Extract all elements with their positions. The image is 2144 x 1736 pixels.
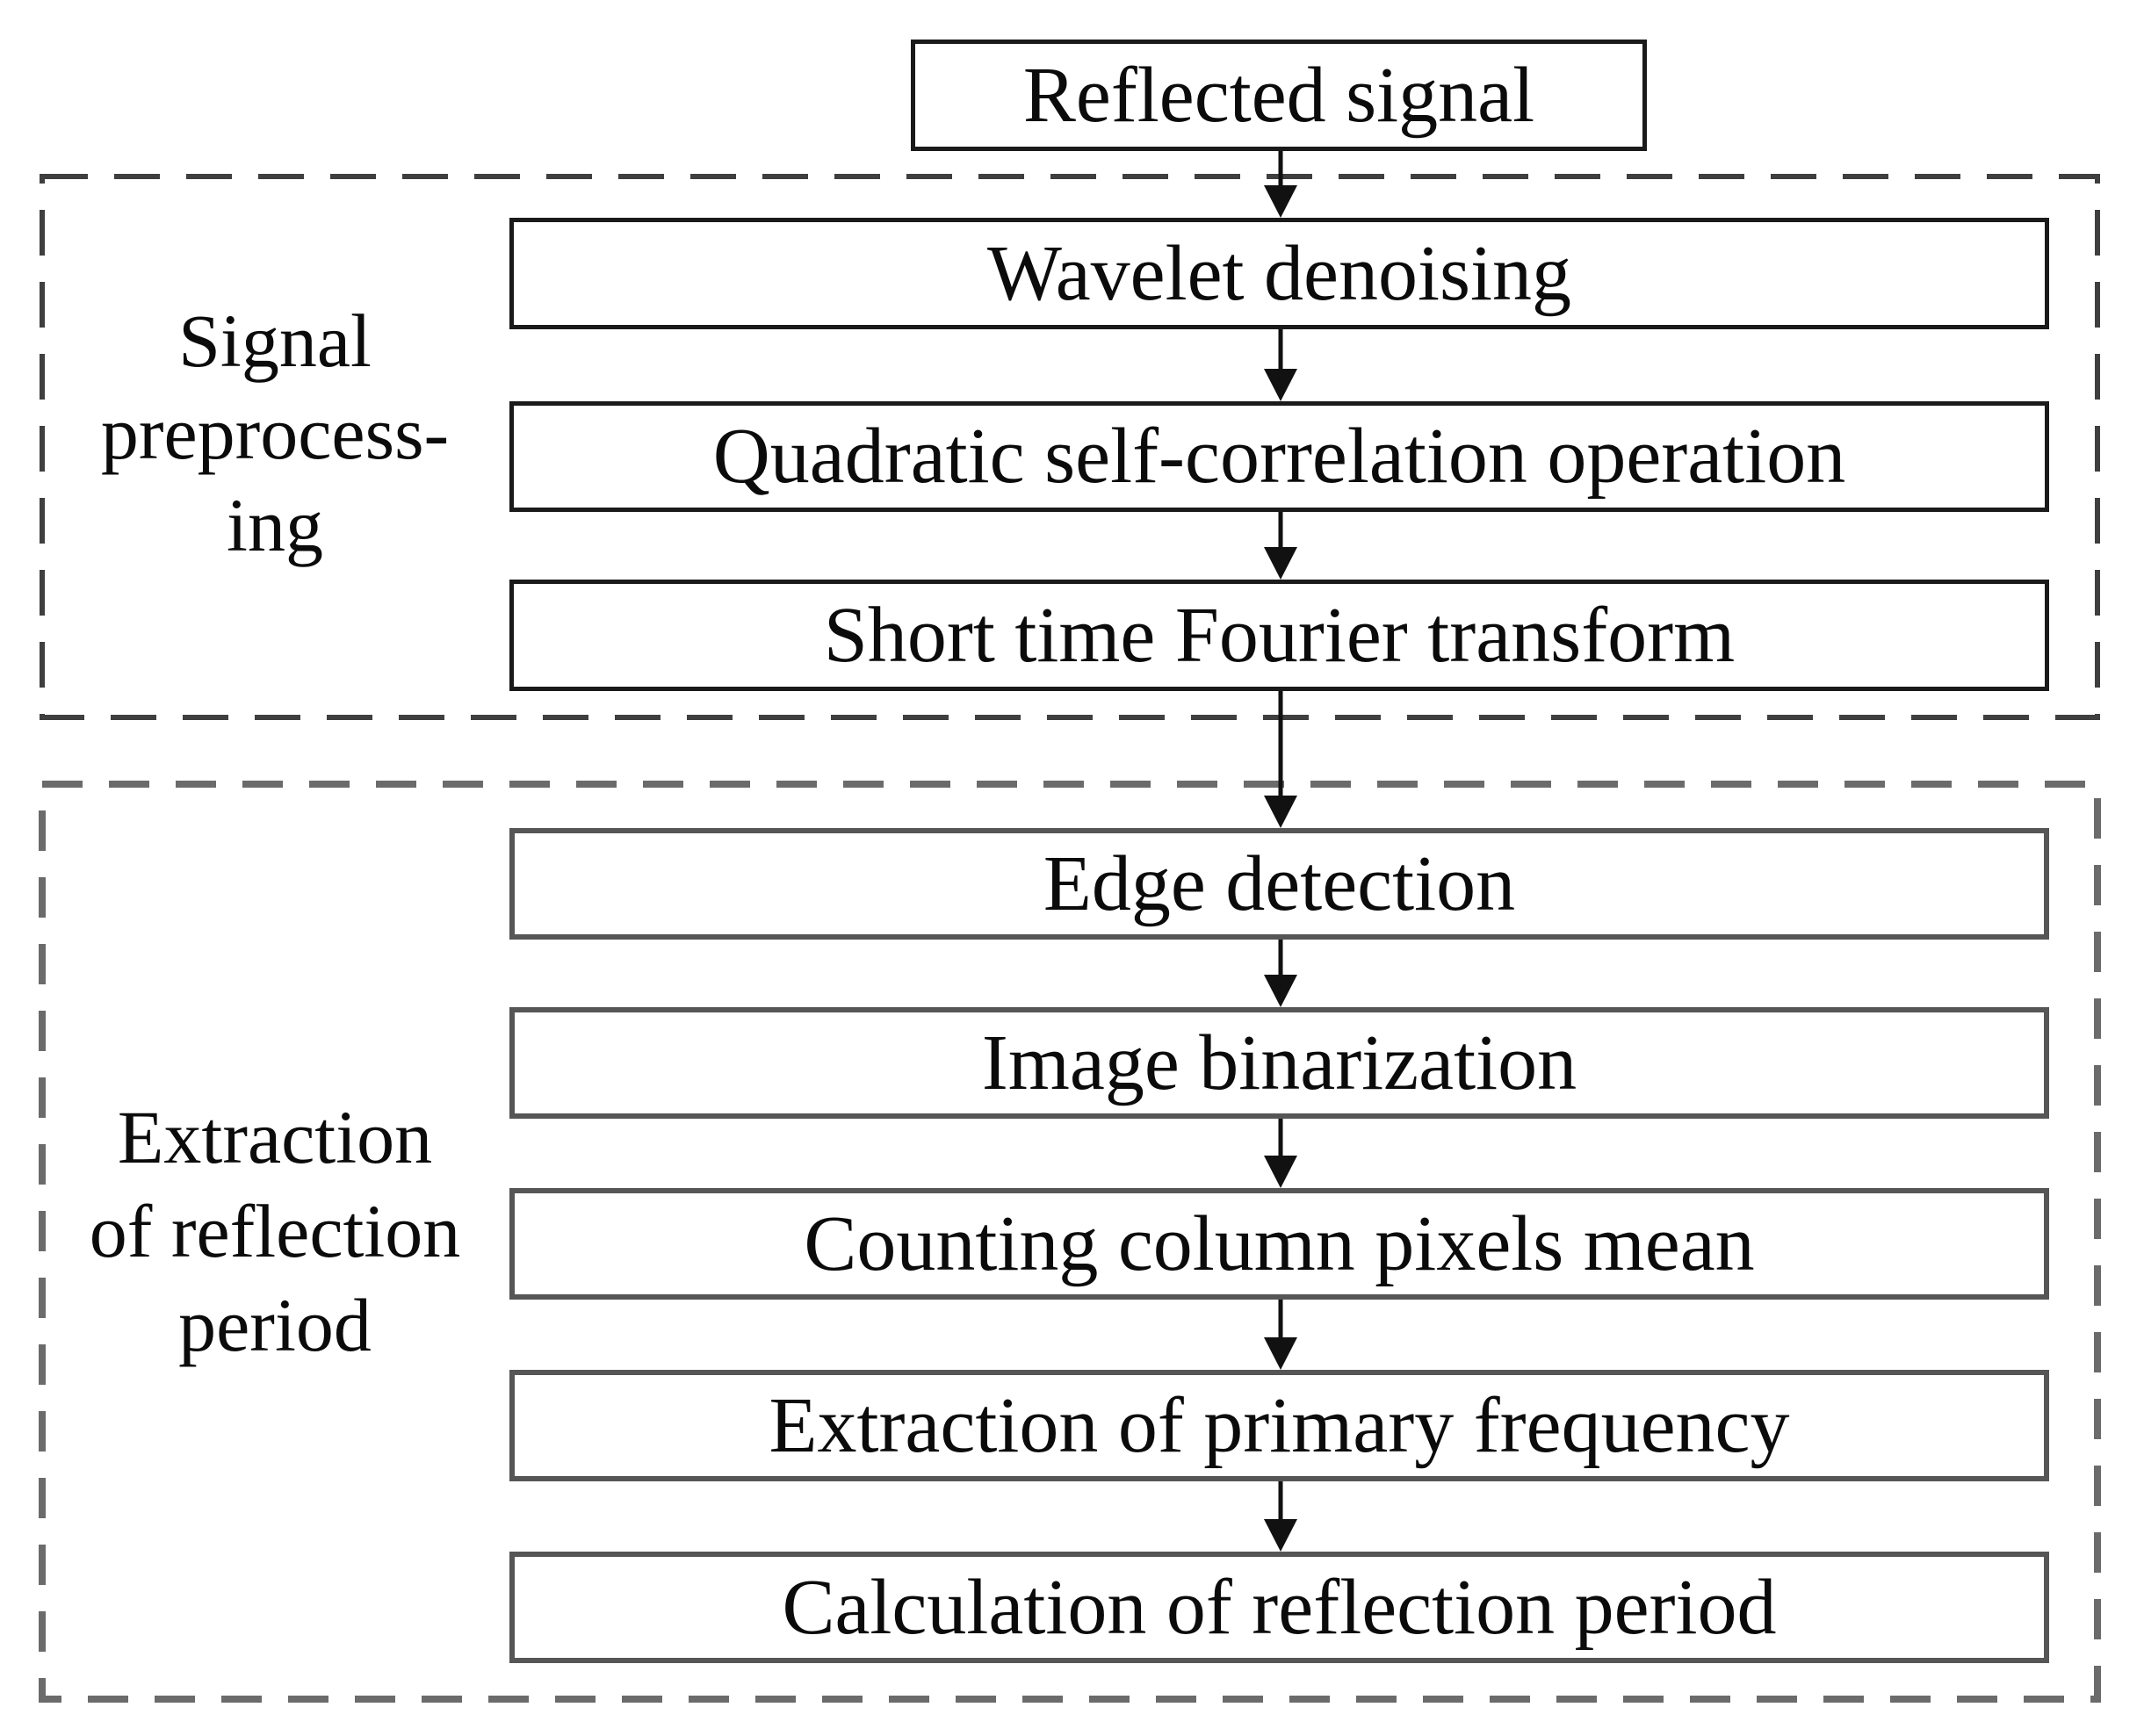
group-label-line: Signal	[178, 299, 372, 383]
arrow-head	[1264, 1519, 1297, 1552]
arrow-head	[1264, 1156, 1297, 1188]
node-edge-detection: Edge detection	[509, 828, 2049, 940]
arrow-head	[1264, 369, 1297, 401]
node-short-time-fourier-transform: Short time Fourier transform	[509, 580, 2049, 691]
group-label-line: of reflection	[89, 1189, 461, 1273]
node-extraction-of-primary-frequency: Extraction of primary frequency	[509, 1370, 2049, 1481]
group-label-signal-preprocessing: Signal preprocess- ing	[29, 295, 521, 572]
arrow-head	[1264, 1337, 1297, 1370]
node-label: Wavelet denoising	[986, 229, 1572, 317]
node-label: Reflected signal	[1022, 51, 1535, 139]
node-image-binarization: Image binarization	[509, 1007, 2049, 1119]
group-label-extraction-of-reflection-period: Extraction of reflection period	[29, 1091, 521, 1372]
node-label: Calculation of reflection period	[782, 1563, 1777, 1651]
node-counting-column-pixels-mean: Counting column pixels mean	[509, 1188, 2049, 1300]
node-label: Image binarization	[981, 1019, 1577, 1106]
node-label: Quadratic self-correlation operation	[712, 413, 1846, 500]
node-label: Short time Fourier transform	[823, 591, 1736, 679]
signal-preprocessing-group-border	[40, 174, 2100, 720]
group-label-line: period	[178, 1283, 372, 1367]
node-reflected-signal: Reflected signal	[911, 40, 1647, 151]
arrow-head	[1264, 547, 1297, 580]
arrow-head	[1264, 975, 1297, 1007]
extraction-group-border	[39, 781, 2101, 1703]
node-label: Extraction of primary frequency	[769, 1381, 1790, 1469]
node-label: Edge detection	[1043, 839, 1516, 927]
node-quadratic-self-correlation: Quadratic self-correlation operation	[509, 401, 2049, 512]
group-label-line: Extraction	[117, 1095, 433, 1179]
arrow-head	[1264, 796, 1297, 828]
group-label-line: ing	[227, 483, 323, 567]
node-wavelet-denoising: Wavelet denoising	[509, 218, 2049, 329]
group-label-line: preprocess-	[100, 391, 450, 475]
node-calculation-of-reflection-period: Calculation of reflection period	[509, 1552, 2049, 1663]
arrow-head	[1264, 185, 1297, 218]
node-label: Counting column pixels mean	[804, 1199, 1755, 1287]
